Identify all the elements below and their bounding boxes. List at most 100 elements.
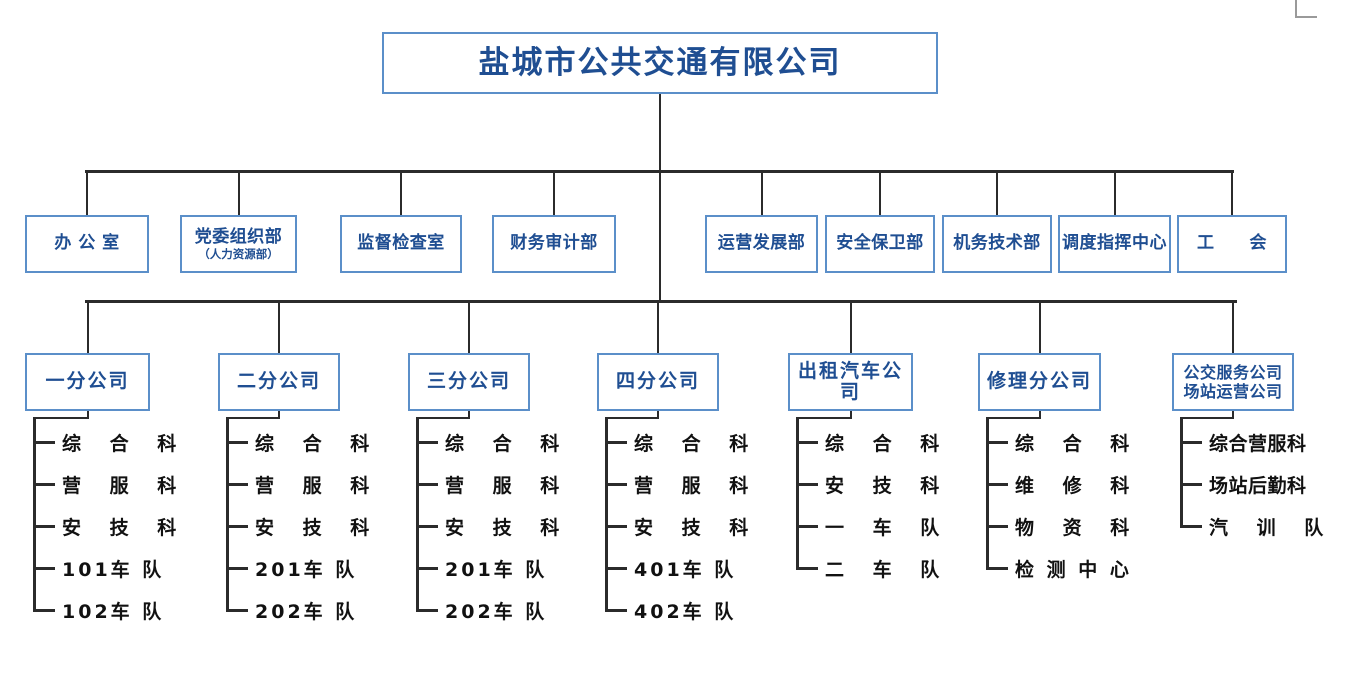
branch-drop-connector: [86, 301, 89, 353]
department-drop-connector: [1113, 171, 1116, 216]
department-label: 党委组织部: [194, 226, 283, 247]
subunit-tick-connector: [605, 440, 627, 444]
branch-company-box[interactable]: 公交服务公司场站运营公司: [1172, 353, 1294, 411]
subunit-item[interactable]: 综 合 科: [33, 431, 187, 455]
department-box[interactable]: 工 会: [1177, 215, 1287, 273]
root-stem-connector: [659, 94, 661, 172]
subunit-item[interactable]: 维 修 科: [986, 473, 1140, 497]
subunit-tick-connector: [226, 566, 248, 570]
subunit-trunk-connector: [605, 417, 608, 612]
subunit-tick-connector: [796, 566, 818, 570]
subunit-item[interactable]: 综 合 科: [796, 431, 950, 455]
subunit-tick-connector: [33, 608, 55, 612]
department-box[interactable]: 调度指挥中心: [1058, 215, 1171, 273]
subunit-label: 安 技 科: [62, 516, 188, 539]
subunit-item[interactable]: 营 服 科: [33, 473, 187, 497]
subunit-item[interactable]: 安 技 科: [226, 515, 381, 539]
subunit-item[interactable]: 营 服 科: [226, 473, 380, 497]
subunit-label: 综 合 科: [445, 432, 571, 455]
department-box[interactable]: 机务技术部: [942, 215, 1052, 273]
branch-company-box[interactable]: 三分公司: [408, 353, 530, 411]
subunit-label: 202车 队: [255, 600, 358, 623]
branch-company-label: 一分公司: [45, 370, 130, 393]
subunit-item[interactable]: 201车 队: [416, 557, 547, 581]
branch-company-box[interactable]: 二分公司: [218, 353, 340, 411]
subunit-item[interactable]: 汽 训 队: [1180, 515, 1335, 539]
subunit-item[interactable]: 综 合 科: [605, 431, 759, 455]
subunit-item[interactable]: 202车 队: [416, 599, 547, 623]
subunit-item[interactable]: 安 技 科: [605, 515, 760, 539]
branch-company-label: 公交服务公司: [1183, 362, 1283, 382]
subunit-tick-connector: [986, 440, 1008, 444]
subunit-item[interactable]: 综 合 科: [416, 431, 571, 455]
subunit-label: 综 合 科: [255, 432, 381, 455]
subunit-label: 营 服 科: [445, 474, 571, 497]
subunit-label: 检 测 中 心: [1015, 558, 1132, 581]
department-box[interactable]: 监督检查室: [340, 215, 462, 273]
subunit-item[interactable]: 201车 队: [226, 557, 357, 581]
branch-company-box[interactable]: 出租汽车公司: [788, 353, 913, 411]
subunit-item[interactable]: 安 技 科: [416, 515, 570, 539]
department-drop-connector: [237, 171, 240, 216]
subunit-label: 安 技 科: [255, 516, 381, 539]
branch-tree-hop-connector: [796, 417, 850, 419]
subunit-item[interactable]: 202车 队: [226, 599, 358, 623]
subunit-tick-connector: [1180, 440, 1202, 444]
subunit-tick-connector: [605, 524, 627, 528]
branch-tree-stem-connector: [1232, 411, 1234, 419]
subunit-item[interactable]: 综 合 科: [226, 431, 381, 455]
department-label: 运营发展部: [717, 233, 806, 254]
subunit-item[interactable]: 101车 队: [33, 557, 164, 581]
department-box[interactable]: 党委组织部（人力资源部）: [180, 215, 297, 273]
subunit-item[interactable]: 401车 队: [605, 557, 737, 581]
subunit-item[interactable]: 安 技 科: [33, 515, 188, 539]
department-box[interactable]: 财务审计部: [492, 215, 616, 273]
subunit-tick-connector: [226, 608, 248, 612]
subunit-item[interactable]: 物 资 科: [986, 515, 1140, 539]
subunit-tick-connector: [33, 440, 55, 444]
department-label: 调度指挥中心: [1062, 233, 1167, 254]
branch-tree-stem-connector: [468, 411, 470, 419]
subunit-label: 汽 训 队: [1209, 516, 1335, 539]
department-drop-connector: [760, 171, 763, 216]
branch-company-label: 二分公司: [236, 370, 321, 393]
subunit-item[interactable]: 场站后勤科: [1180, 473, 1307, 497]
org-root-company-box[interactable]: 盐城市公共交通有限公司: [382, 32, 938, 94]
subunit-item[interactable]: 二 车 队: [796, 557, 951, 581]
subunit-item[interactable]: 402车 队: [605, 599, 736, 623]
subunit-tick-connector: [605, 482, 627, 486]
branch-company-label-line2: 场站运营公司: [1183, 382, 1283, 401]
subunit-label: 二 车 队: [825, 558, 951, 581]
department-drop-connector: [86, 171, 88, 216]
department-box[interactable]: 办 公 室: [25, 215, 149, 273]
branch-company-box[interactable]: 修理分公司: [978, 353, 1101, 411]
subunit-item[interactable]: 综 合 科: [986, 431, 1140, 455]
subunit-label: 综合营服科: [1209, 432, 1307, 455]
department-label: 机务技术部: [953, 233, 1041, 254]
branch-tree-hop-connector: [416, 417, 468, 419]
subunit-item[interactable]: 综合营服科: [1180, 431, 1307, 455]
subunit-label: 401车 队: [634, 558, 737, 581]
subunit-tick-connector: [33, 482, 55, 486]
subunit-item[interactable]: 一 车 队: [796, 515, 950, 539]
department-drop-connector: [553, 171, 555, 216]
branch-company-box[interactable]: 四分公司: [597, 353, 719, 411]
subunit-label: 场站后勤科: [1209, 474, 1307, 497]
subunit-tick-connector: [796, 440, 818, 444]
subunit-tick-connector: [986, 524, 1008, 528]
subunit-label: 安 技 科: [634, 516, 760, 539]
subunit-item[interactable]: 检 测 中 心: [986, 557, 1132, 581]
department-box[interactable]: 安全保卫部: [825, 215, 935, 273]
subunit-item[interactable]: 营 服 科: [605, 473, 759, 497]
subunit-item[interactable]: 102车 队: [33, 599, 164, 623]
corner-registration-mark: [1295, 0, 1317, 18]
subunit-tick-connector: [1180, 482, 1202, 486]
department-box[interactable]: 运营发展部: [705, 215, 818, 273]
branch-company-box[interactable]: 一分公司: [25, 353, 150, 411]
department-drop-connector: [879, 171, 881, 216]
subunit-trunk-connector: [226, 417, 229, 612]
root-stem-connector-lower: [659, 172, 661, 302]
subunit-item[interactable]: 安 技 科: [796, 473, 950, 497]
branch-company-label: 四分公司: [615, 370, 700, 393]
subunit-item[interactable]: 营 服 科: [416, 473, 571, 497]
